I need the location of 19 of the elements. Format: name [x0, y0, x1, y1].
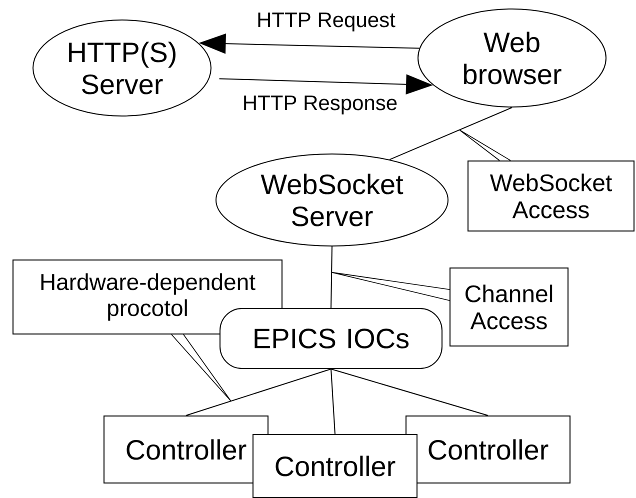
leader-line: [171, 334, 232, 402]
controller-box: Controller: [252, 434, 418, 498]
connector-line: [330, 246, 332, 308]
callout-box: Channel Access: [450, 268, 568, 346]
ellipse-node: Web browser: [418, 8, 606, 108]
controller-box: Controller: [104, 416, 268, 484]
ellipse-node: HTTP(S) Server: [32, 20, 212, 116]
leader-line: [459, 130, 511, 161]
rounded-box: EPICS IOCs: [220, 308, 442, 369]
connector-line: [330, 368, 488, 416]
connector-line: [186, 368, 332, 416]
callout-box: WebSocket Access: [468, 160, 634, 232]
connector-line: [330, 368, 336, 434]
controller-box: Controller: [406, 416, 570, 484]
leader-line: [331, 272, 450, 301]
connector-line: [389, 107, 512, 160]
edge-label: HTTP Request: [256, 12, 396, 32]
ellipse-node: WebSocket Server: [216, 154, 448, 246]
edge-label: HTTP Response: [241, 94, 399, 116]
